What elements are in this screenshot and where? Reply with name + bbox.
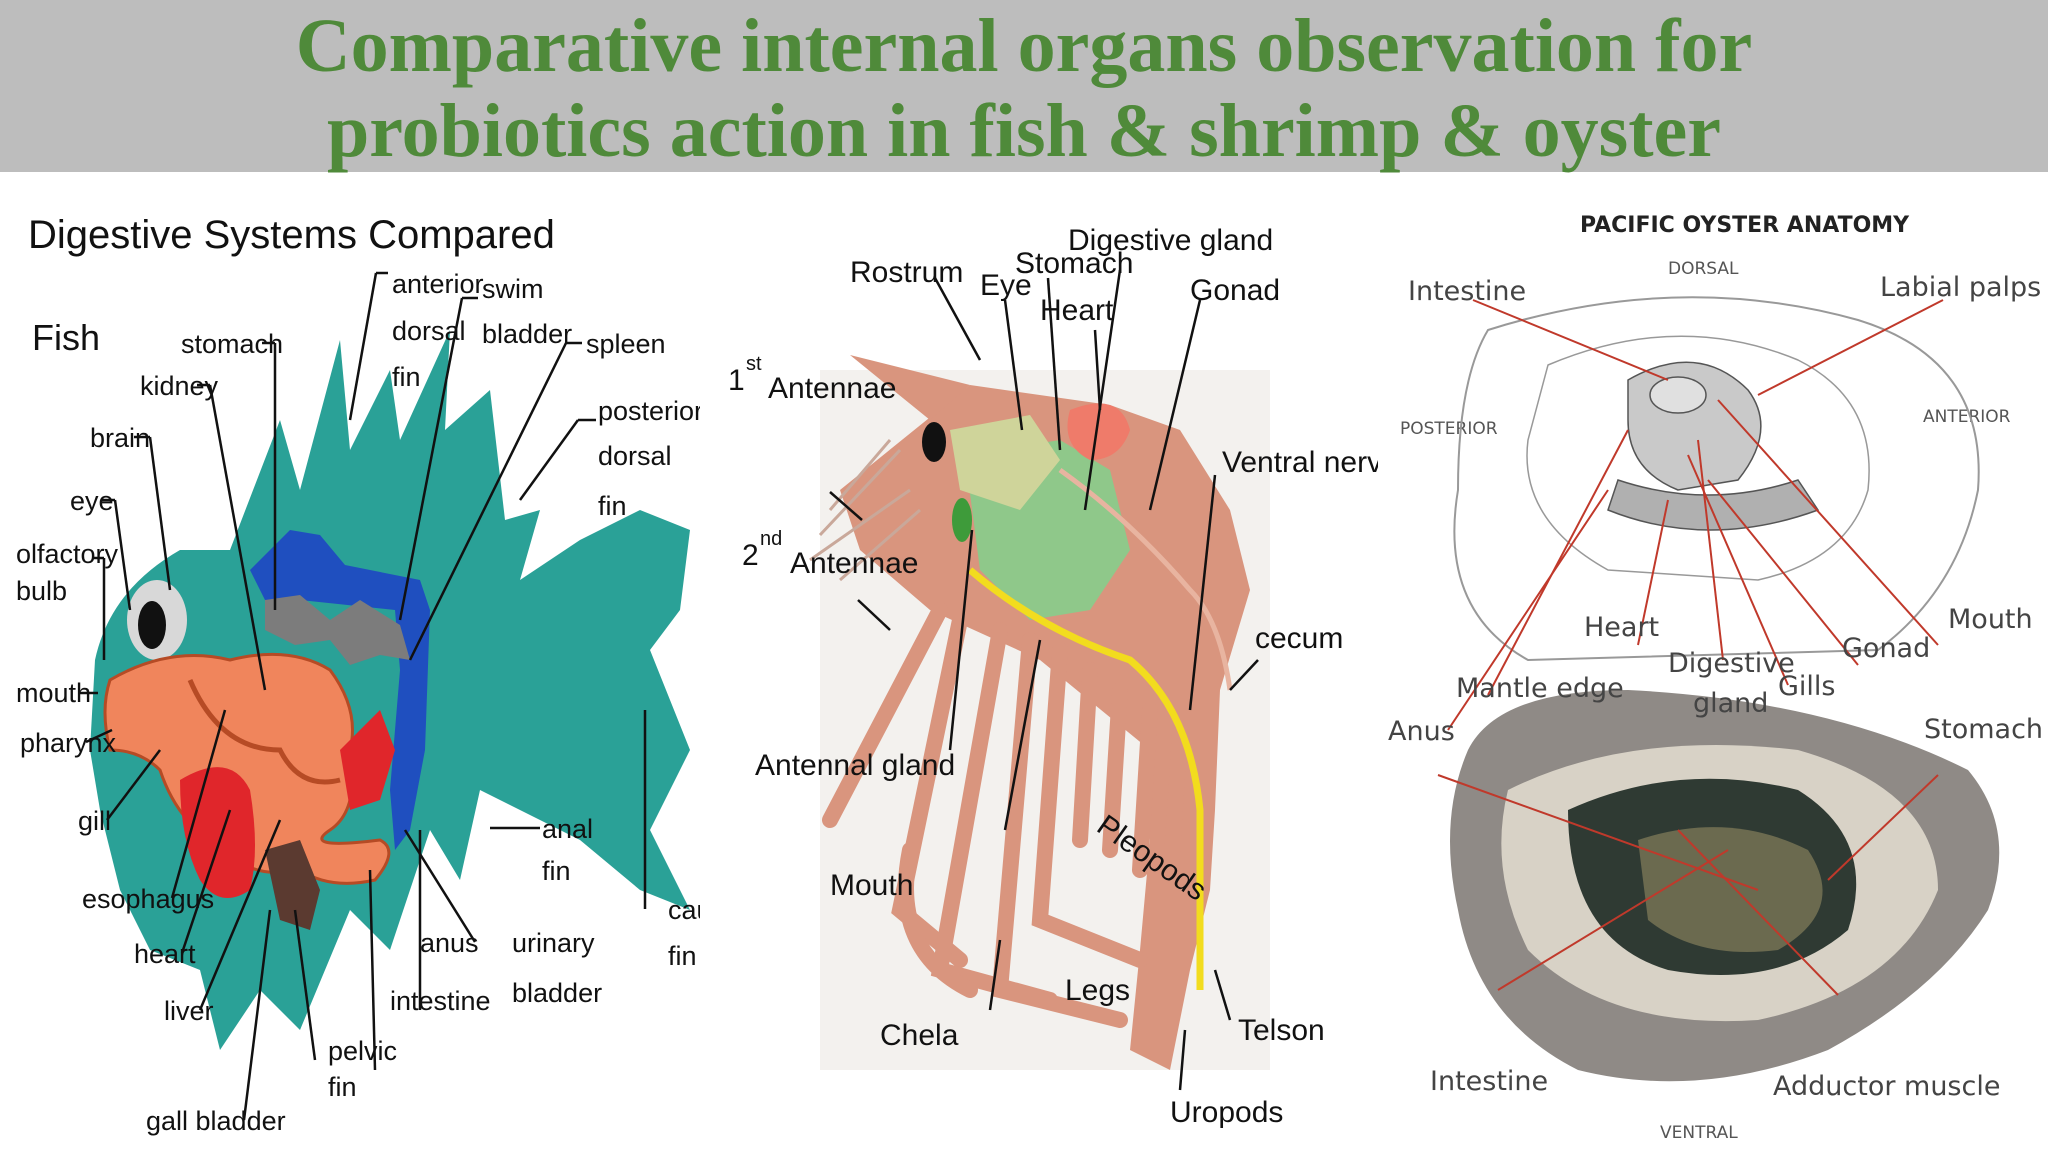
shrimp-label-eye: Eye [980,269,1032,302]
fish-label-swim: swim [482,274,544,304]
shrimp-eye [922,422,946,462]
shrimp-anatomy-diagram: Rostrum Eye Stomach Digestive gland Hear… [710,190,1390,1152]
oyster-dir-ventral: VENTRAL [1660,1123,1738,1143]
oyster-label-heart: Heart [1584,612,1659,643]
oyster-label-mouth: Mouth [1948,604,2033,635]
shrimp-label-stomach: Stomach [1015,247,1133,280]
shrimp-label-heart: Heart [1040,294,1114,327]
shrimp-label-antennae2-num: 2 [742,539,759,572]
oyster-label-intestine-bottom: Intestine [1430,1066,1548,1097]
shrimp-label-antennae1-num: 1 [728,364,745,397]
shrimp-label-gonad: Gonad [1190,274,1280,307]
shrimp-label-digestive-gland: Digestive gland [1068,224,1273,257]
fish-label-anus: anus [420,928,479,958]
oyster-label-labial-palps: Labial palps [1880,272,2041,303]
fish-heading: Digestive Systems Compared [28,213,555,257]
shrimp-label-telson: Telson [1238,1014,1325,1047]
oyster-shell-outline [1453,296,1980,662]
oyster-dir-anterior: ANTERIOR [1923,407,2011,427]
shrimp-label-antennae1: Antennae [768,372,896,405]
slide-title-line-1: Comparative internal organs observation … [295,4,1753,88]
fish-label-eye: eye [70,486,114,516]
shrimp-label-chela: Chela [880,1019,959,1052]
oyster-label-anus: Anus [1388,716,1455,747]
oyster-anatomy-diagram: PACIFIC OYSTER ANATOMY DORSAL POSTERIOR … [1378,190,2048,1152]
fish-kidney [250,530,430,850]
fish-label-posterior: posterior [598,396,700,426]
oyster-dir-dorsal: DORSAL [1668,259,1739,279]
oyster-label-adductor-muscle: Adductor muscle [1773,1071,2000,1102]
fish-label-liver: liver [164,996,214,1026]
fish-label-kidney: kidney [140,371,219,401]
fish-label-caudal: caudal [668,895,700,925]
shrimp-label-mouth: Mouth [830,869,913,902]
oyster-heading: PACIFIC OYSTER ANATOMY [1580,213,1910,238]
fish-label-pharynx: pharynx [20,728,117,758]
shrimp-label-cecum: cecum [1255,622,1343,655]
shrimp-label-legs: Legs [1065,974,1130,1007]
fish-label-gall-bladder: gall bladder [146,1106,286,1136]
oyster-label-mantle-edge: Mantle edge [1456,673,1624,704]
fish-label-anterior: anterior [392,269,484,299]
fish-label-brain: brain [90,423,150,453]
fish-label-olfactory-2: bulb [16,576,67,606]
oyster-label-gonad: Gonad [1842,633,1930,664]
oyster-label-stomach: Stomach [1924,714,2043,745]
fish-gut [103,652,391,885]
oyster-organ-cluster [1607,361,1820,531]
fish-label-stomach: stomach [181,329,283,359]
fish-swim-bladder [265,595,410,665]
shrimp-label-antennae2-sup: nd [760,528,782,550]
fish-subheading: Fish [32,317,100,358]
oyster-body-outline [1526,335,1870,581]
shrimp-body [840,385,1250,1070]
fish-label-heart: heart [134,939,196,969]
fish-label-posterior-2: dorsal [598,441,672,471]
shrimp-stomach [950,415,1060,510]
fish-label-olfactory: olfactory [16,539,119,569]
oyster-label-intestine-top: Intestine [1408,276,1526,307]
oyster-label-digestive-2: gland [1693,688,1768,719]
fish-label-pelvic: pelvic [328,1036,397,1066]
fish-label-posterior-3: fin [598,491,627,521]
fish-label-intestine: intestine [390,986,491,1016]
oyster-label-digestive: Digestive [1668,648,1795,679]
shrimp-label-antennae2: Antennae [790,547,918,580]
slide-title-line-2: probiotics action in fish & shrimp & oys… [326,89,1722,173]
shrimp-label-antennae1-sup: st [746,353,762,375]
shrimp-nerve-cord [967,567,1204,990]
fish-label-swim-2: bladder [482,319,572,349]
fish-label-gill: gill [78,806,111,836]
fish-label-mouth: mouth [16,678,91,708]
shrimp-label-ventral-nerve-cord: Ventral nerve cord [1222,446,1390,479]
oyster-dir-posterior: POSTERIOR [1400,419,1498,439]
title-band: Comparative internal organs observation … [0,0,2048,172]
fish-label-anterior-3: fin [392,362,421,392]
fish-gall-bladder [265,840,320,930]
fish-label-esophagus: esophagus [82,884,214,914]
shrimp-label-uropods: Uropods [1170,1096,1283,1129]
fish-label-pelvic-2: fin [328,1072,357,1102]
fish-label-anal-2: fin [542,856,571,886]
fish-label-spleen: spleen [586,329,666,359]
fish-digestive-diagram: Digestive Systems Compared Fish [0,190,700,1152]
fish-label-urinary-2: bladder [512,978,602,1008]
shrimp-label-rostrum: Rostrum [850,256,963,289]
oyster-label-gills: Gills [1778,671,1836,702]
shrimp-antennal-gland [952,498,972,542]
fish-label-urinary: urinary [512,928,595,958]
shrimp-label-antennal-gland: Antennal gland [755,749,955,782]
shrimp-heart [1067,403,1130,460]
fish-label-caudal-2: fin [668,941,697,971]
fish-liver [340,710,395,810]
fish-label-anal: anal [542,814,593,844]
fish-label-anterior-2: dorsal [392,316,466,346]
